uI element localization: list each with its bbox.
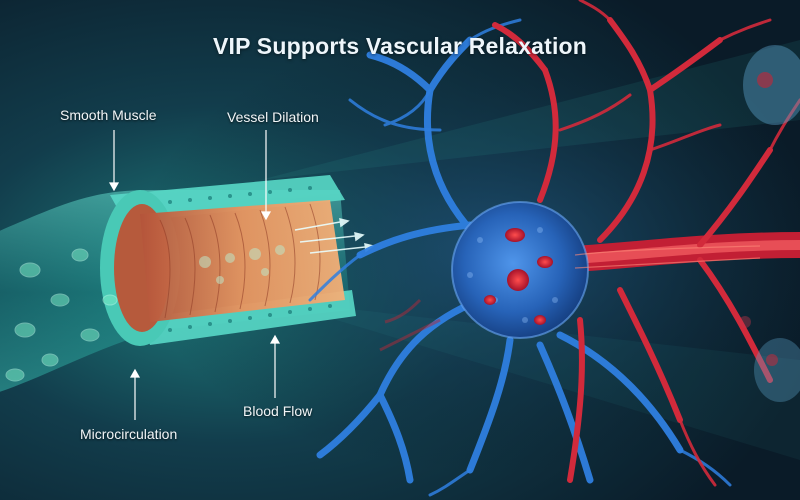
label-blood-flow: Blood Flow [243,403,313,419]
label-microcirculation: Microcirculation [80,426,178,442]
label-smooth-muscle: Smooth Muscle [60,107,157,123]
blood-vessel [0,175,375,392]
nerve-cell [308,0,800,497]
floating-cell [739,45,800,402]
annotation-arrows [108,130,281,420]
page-title: VIP Supports Vascular Relaxation [212,33,588,59]
label-vessel-dilation: Vessel Dilation [227,109,319,125]
